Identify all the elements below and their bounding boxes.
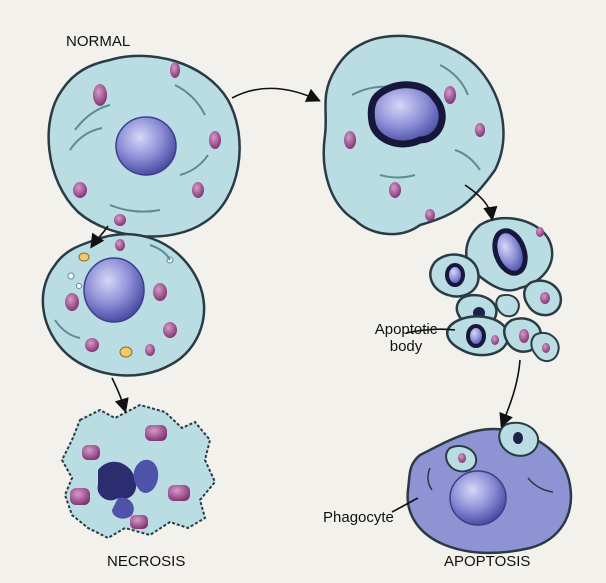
- apoptotic-body-label-line1: Apoptotic: [361, 321, 451, 338]
- necrosis-title: NECROSIS: [107, 553, 185, 570]
- apoptotic-body-label-line2: body: [361, 338, 451, 355]
- apoptotic-body-label: Apoptotic body: [361, 321, 451, 355]
- arrow-fragmentation-to-phagocyte: [502, 360, 520, 425]
- arrow-swelling-to-necrosis: [112, 378, 125, 410]
- necrosis-swelling-cell: [43, 234, 204, 375]
- normal-title: NORMAL: [66, 33, 130, 50]
- apoptosis-stage-1-cell: [324, 36, 504, 234]
- normal-cell: [49, 56, 240, 237]
- phagocyte-cell: [408, 423, 571, 553]
- apoptosis-title: APOPTOSIS: [444, 553, 530, 570]
- arrow-normal-to-apoptosis: [232, 88, 318, 100]
- necrosis-cell: [62, 405, 215, 538]
- phagocyte-label: Phagocyte: [323, 509, 394, 526]
